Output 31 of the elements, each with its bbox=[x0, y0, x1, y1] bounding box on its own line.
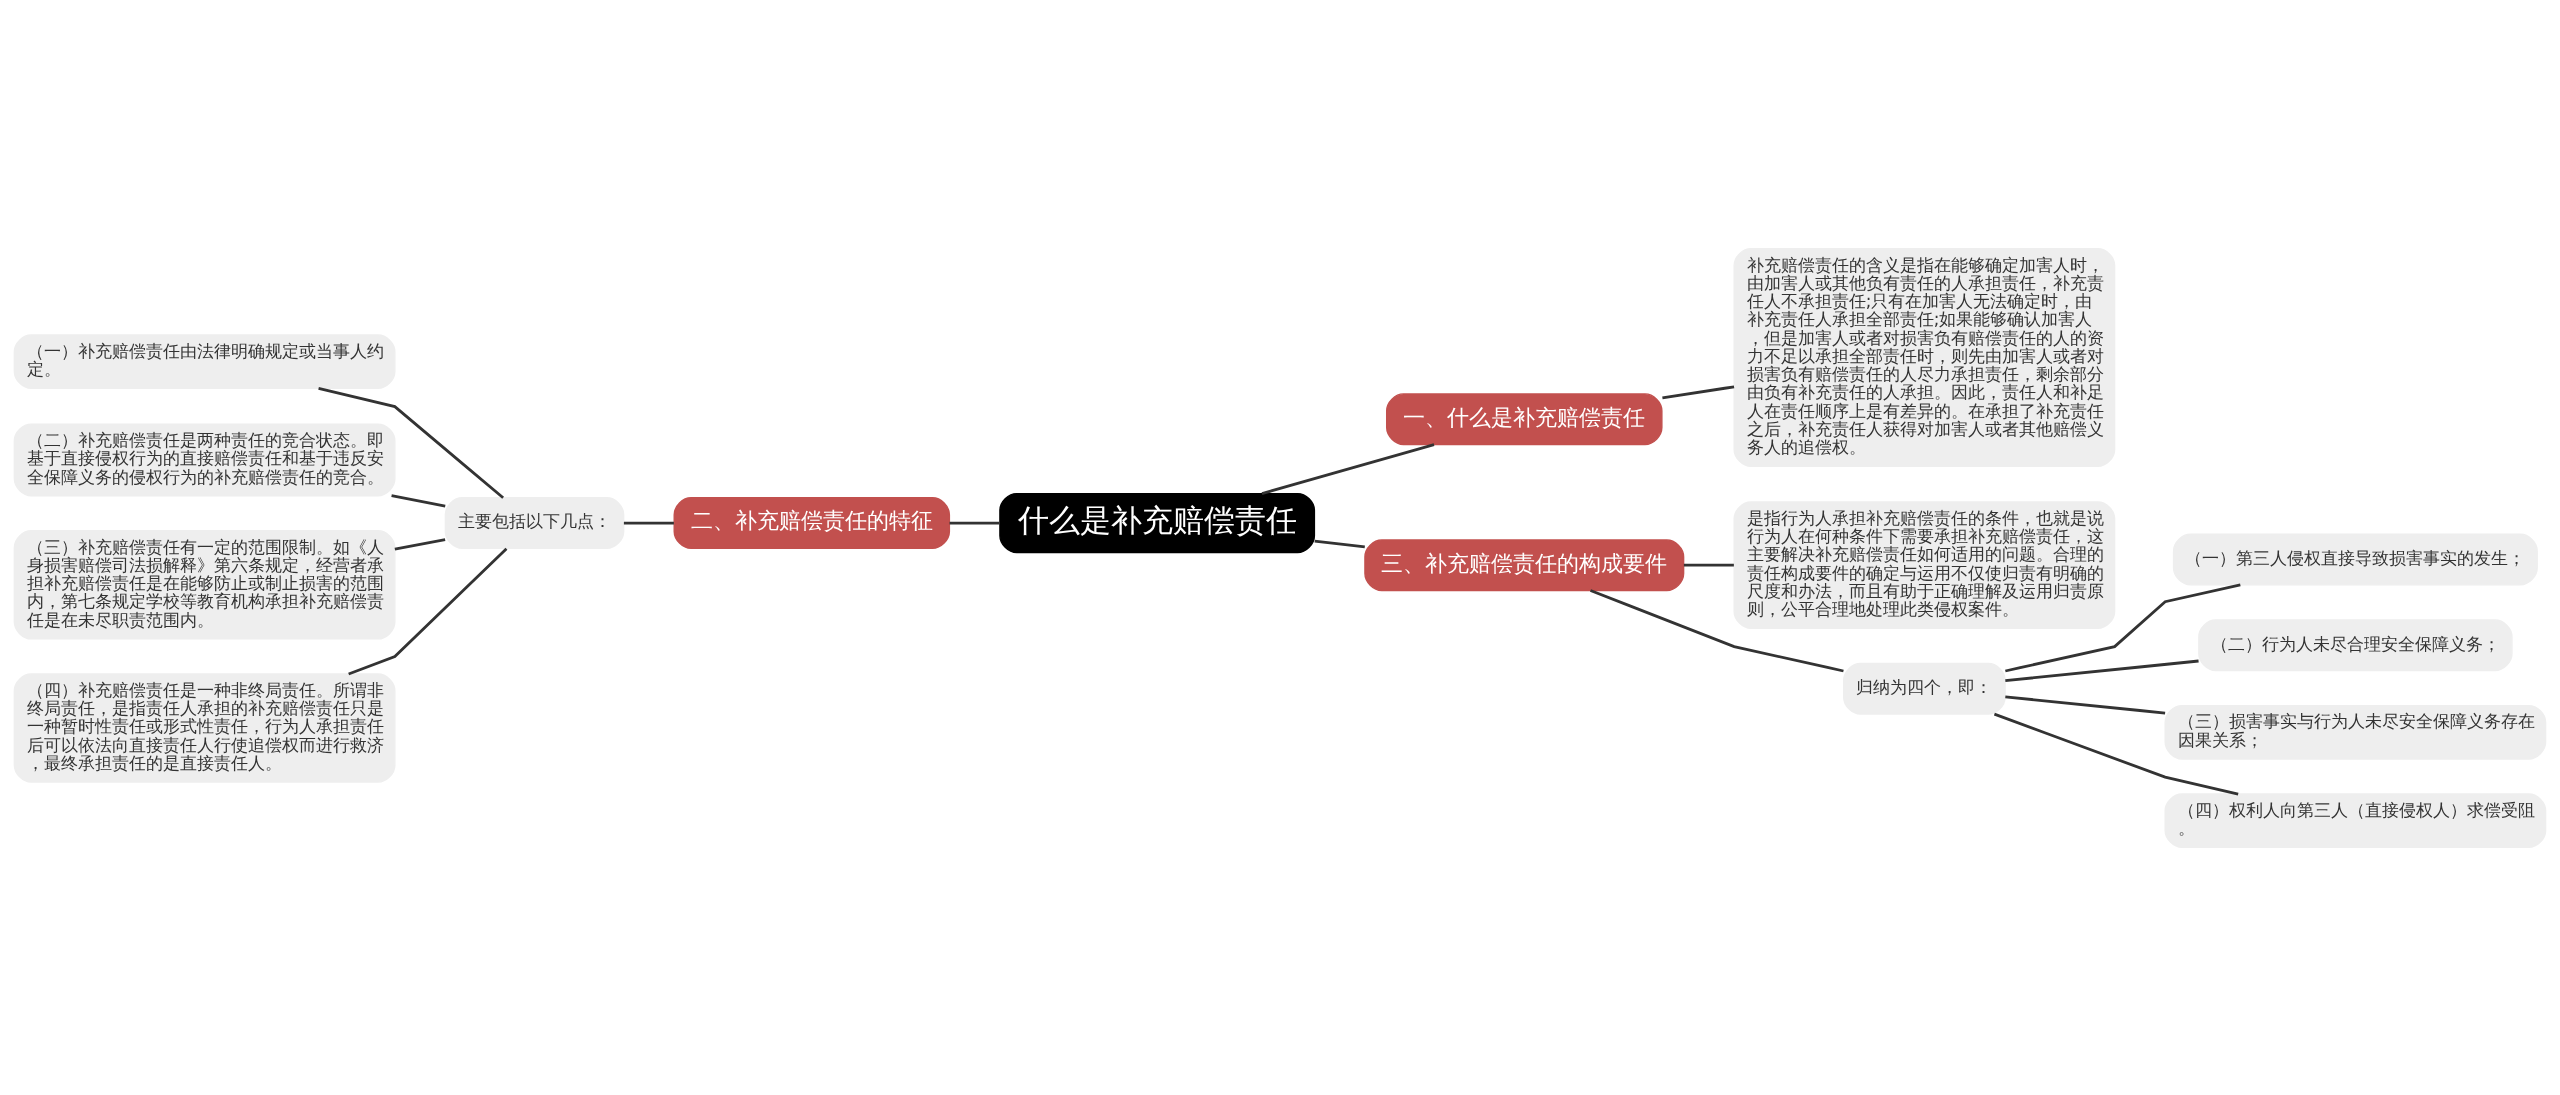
connector bbox=[318, 386, 505, 499]
connector bbox=[1993, 712, 2239, 795]
connector bbox=[394, 537, 446, 551]
node-box: （一）第三人侵权直接导致损害事实的发生； bbox=[2172, 533, 2538, 586]
connector bbox=[623, 521, 674, 524]
connector bbox=[1261, 442, 1435, 495]
node-box: （二）补充赔偿责任是两种责任的竞合状态。即基于直接侵权行为的直接赔偿责任和基于违反安全保障义务的侵权行为的补充赔偿责任的竞合。 bbox=[13, 422, 396, 496]
node-box: 三、补充赔偿责任的构成要件 bbox=[1364, 538, 1685, 591]
node-box: 归纳为四个，即： bbox=[1842, 662, 2006, 715]
connector bbox=[348, 547, 508, 675]
connector bbox=[2005, 694, 2166, 714]
node-box: （四）补充赔偿责任是一种非终局责任。所谓非终局责任，是指责任人承担的补充赔偿责任只是一种暂时性责任或形式性责任，行为人承担责任后可以依法向直接责任人行使追偿权而进行救济，最终承担责任的是直接责任人。 bbox=[13, 672, 396, 783]
node-box: 补充赔偿责任的含义是指在能够确定加害人时，由加害人或其他负有责任的人承担责任，补充责任人不承担责任;只有在加害人无法确定时，由补充责任人承担全部责任;如果能够确认加害人，但是加害人或者对损害负有赔偿责任的人的资力不足以承担全部责任时，则先由加害人或者对损害负有赔偿责任的人尽力承担责任，剩余部分由负有补充责任的人承担。因此，责任人和补足人在责任顺序上是有差异的。在承担了补充责任之后，补充责任人获得对加害人或者其他赔偿义务人的追偿权。 bbox=[1733, 247, 2116, 467]
node-box: （二）行为人未尽合理安全保障义务； bbox=[2198, 618, 2513, 671]
node-box: （四）权利人向第三人（直接侵权人）求偿受阻。 bbox=[2164, 792, 2547, 848]
node-box: 什么是补充赔偿责任 bbox=[999, 492, 1316, 553]
node-box: 一、什么是补充赔偿责任 bbox=[1386, 392, 1663, 445]
connector bbox=[391, 493, 446, 507]
node-box: 是指行为人承担补充赔偿责任的条件，也就是说行为人在何种条件下需要承担补充赔偿责任，这主要解决补充赔偿责任如何适用的问题。合理的责任构成要件的确定与运用不仅使归责有明确的尺度和办法，而且有助于正确理解及运用归责原则，公平合理地处理此类侵权案件。 bbox=[1733, 500, 2116, 629]
connector bbox=[949, 521, 1000, 524]
connector bbox=[2005, 583, 2241, 672]
connector bbox=[1662, 384, 1735, 399]
connector bbox=[1314, 539, 1365, 548]
connector bbox=[1683, 563, 1734, 567]
node-box: 二、补充赔偿责任的特征 bbox=[673, 496, 951, 549]
node-box: （三）损害事实与行为人未尽安全保障义务存在因果关系； bbox=[2164, 704, 2547, 760]
node-box: （三）补充赔偿责任有一定的范围限制。如《人身损害赔偿司法损解释》第六条规定，经营者承担补充赔偿责任是在能够防止或制止损害的范围内，第七条规定学校等教育机构承担补充赔偿责任是在未尽职责范围内。 bbox=[13, 529, 396, 640]
node-box: （一）补充赔偿责任由法律明确规定或当事人约定。 bbox=[13, 333, 396, 389]
node-box: 主要包括以下几点： bbox=[444, 496, 625, 549]
connector bbox=[2005, 659, 2199, 682]
connector bbox=[1590, 588, 1844, 672]
